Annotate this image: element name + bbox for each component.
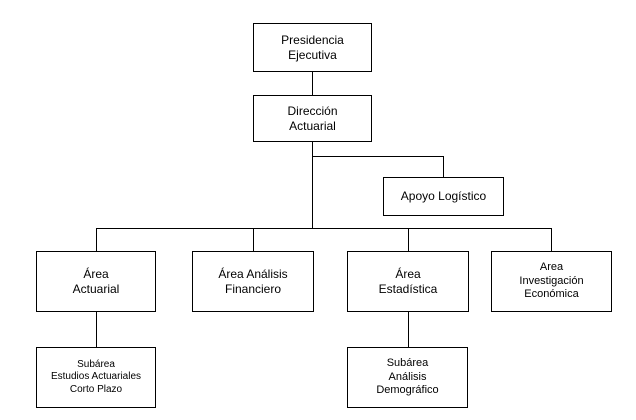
label-line: Subárea — [77, 358, 115, 370]
label-line: Estadística — [378, 281, 438, 296]
label-line: Área — [83, 266, 109, 281]
label-line: Análisis — [388, 370, 427, 383]
box-area-actuarial: Área Actuarial — [36, 251, 156, 312]
box-direccion-actuarial: Dirección Actuarial — [253, 95, 372, 142]
label-line: Actuarial — [72, 281, 120, 296]
box-apoyo-logistico: Apoyo Logístico — [383, 177, 504, 216]
label-line: Económica — [524, 288, 579, 301]
label-line: Area — [539, 260, 564, 273]
label-line: Presidencia — [281, 32, 344, 47]
label-line: Dirección — [287, 103, 338, 118]
label-line: Subárea — [386, 356, 429, 369]
label-line: Investigación — [519, 274, 584, 287]
box-presidencia-ejecutiva: Presidencia Ejecutiva — [253, 23, 372, 72]
box-subarea-estudios-actuariales: Subárea Estudios Actuariales Corto Plazo — [36, 347, 156, 408]
label-line: Actuarial — [289, 118, 336, 133]
box-subarea-analisis-demografico: Subárea Análisis Demográfico — [347, 347, 468, 408]
label-line: Ejecutiva — [288, 47, 337, 62]
label-line: Apoyo Logístico — [400, 189, 487, 203]
label-line: Corto Plazo — [69, 383, 123, 395]
box-area-investigacion-economica: Area Investigación Económica — [491, 251, 612, 312]
label-line: Financiero — [224, 281, 282, 296]
box-area-estadistica: Área Estadística — [347, 251, 469, 312]
label-line: Área Análisis — [218, 266, 288, 281]
box-area-analisis-financiero: Área Análisis Financiero — [192, 251, 314, 312]
label-line: Estudios Actuariales — [50, 371, 142, 383]
label-line: Área — [395, 266, 421, 281]
label-line: Demográfico — [376, 384, 439, 397]
